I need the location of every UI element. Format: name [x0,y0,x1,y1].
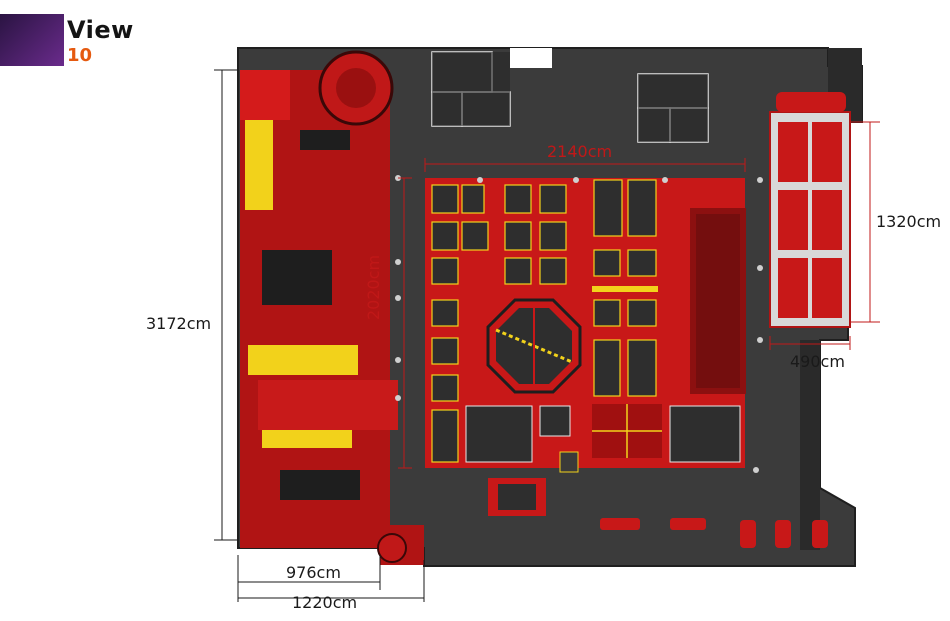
right-lower-wall [800,340,820,550]
left-top-red-block [240,70,290,120]
top-wall-step [510,48,552,68]
dim-bottom-inner: 976cm [286,563,341,582]
bollards [395,175,763,473]
bottom-round-element [377,533,407,563]
trampoline-grid-right [593,179,657,397]
view-number: 10 [67,45,93,66]
dim-bottom-outer: 1220cm [292,593,358,612]
dimension-lines-black [214,69,425,602]
bottom-benches [600,518,828,548]
dim-central-width: 2140cm [547,142,613,161]
dim-central-height: 2020cm [364,254,383,320]
dimension-lines-red [398,121,880,469]
view-badge [0,14,64,66]
ninja-top-cap [776,92,846,112]
dim-right-height: 1320cm [876,212,942,231]
top-dark-block-1 [432,52,510,126]
kiosk-small [559,451,579,473]
trampoline-grid-left [431,184,567,463]
dim-total-height: 3172cm [146,314,212,333]
lower-courts [465,405,741,463]
bottom-kiosk-inner [498,484,536,510]
top-dark-block-2 [638,74,708,142]
foam-pit-dark [696,214,740,388]
left-red-zone [258,380,398,430]
round-tower-inner [336,68,376,108]
yellow-divider [592,286,658,292]
dim-right-width: 490cm [790,352,845,371]
left-yellow-strips [245,120,358,448]
ninja-course-panels [778,122,842,318]
left-dark-panels [262,130,360,500]
view-title: View [67,16,134,44]
